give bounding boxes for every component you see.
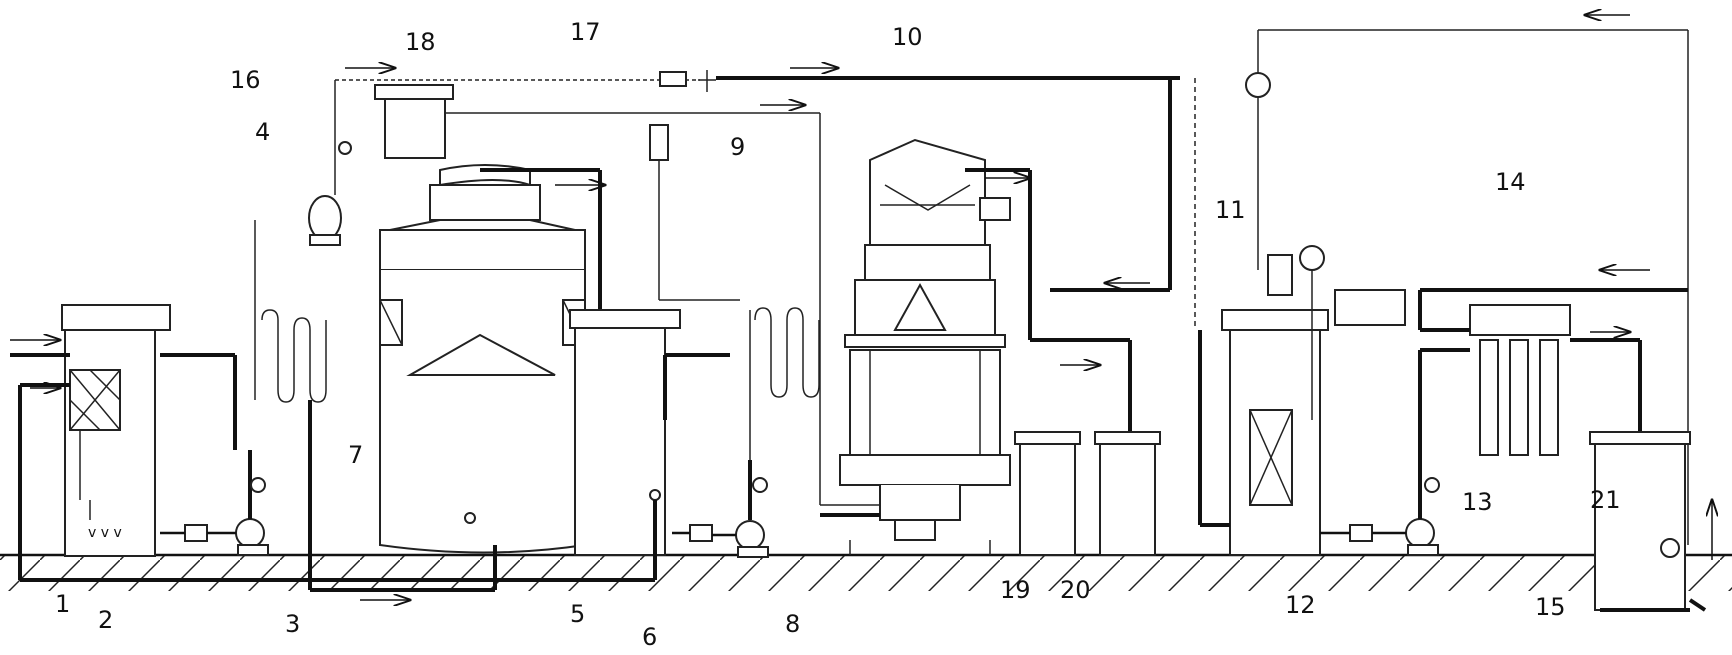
label-4: 4 [255, 118, 270, 146]
pump-3 [207, 518, 269, 556]
filter-unit-14 [1469, 304, 1571, 456]
label-8: 8 [785, 610, 800, 638]
label-7: 7 [348, 441, 363, 469]
label-21: 21 [1590, 486, 1621, 514]
label-13: 13 [1462, 488, 1493, 516]
label-10: 10 [892, 23, 923, 51]
pump-8 [712, 520, 769, 558]
tank-18 [374, 84, 454, 159]
filter-6 [672, 524, 713, 542]
label-1: 1 [55, 590, 70, 618]
label-3: 3 [285, 610, 300, 638]
coil-4 [254, 220, 327, 403]
reactor-10 [839, 138, 1011, 555]
tank-20 [1094, 431, 1161, 556]
tank-15 [1589, 431, 1691, 611]
label-9: 9 [730, 133, 745, 161]
label-16: 16 [230, 66, 261, 94]
controller-box [1334, 289, 1406, 326]
label-15: 15 [1535, 593, 1566, 621]
label-5: 5 [570, 600, 585, 628]
label-12: 12 [1285, 591, 1316, 619]
ground [0, 553, 1732, 591]
reactor-7 [379, 164, 605, 554]
labels: 1 2 3 4 5 6 7 8 9 10 11 12 13 14 15 16 1… [55, 18, 1621, 651]
raw-water-tank: v v v [61, 304, 171, 557]
label-6: 6 [642, 623, 657, 651]
label-14: 14 [1495, 168, 1526, 196]
coil-9 [649, 124, 820, 460]
label-11: 11 [1215, 196, 1246, 224]
flowmeter-mid [1299, 245, 1325, 420]
pump-13 [1372, 518, 1439, 556]
dosing-pump-16 [308, 80, 352, 246]
flowmeter-top [1245, 30, 1271, 270]
tank-19 [1014, 431, 1081, 556]
tank-11 [1221, 254, 1329, 556]
label-18: 18 [405, 28, 436, 56]
pump-21 [1660, 538, 1680, 558]
label-2: 2 [98, 606, 113, 634]
filter-2 [160, 524, 208, 542]
svg-text:v v v: v v v [88, 525, 122, 541]
filter-12 [1320, 524, 1373, 542]
filter-17 [659, 70, 716, 92]
label-20: 20 [1060, 576, 1091, 604]
label-19: 19 [1000, 576, 1031, 604]
label-17: 17 [570, 18, 601, 46]
tank-5 [569, 309, 681, 556]
